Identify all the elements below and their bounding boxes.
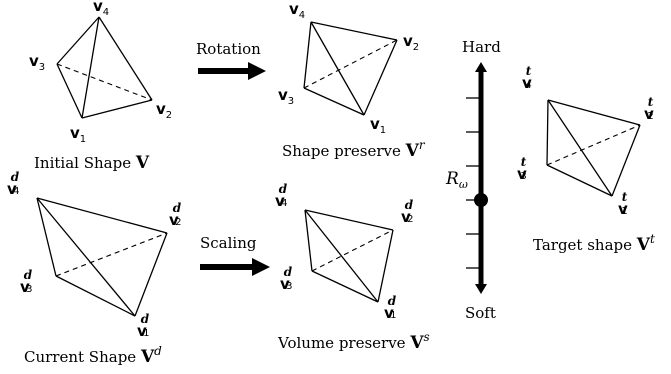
scale-soft-label: Soft <box>465 304 496 322</box>
tetra-edge <box>36 197 136 317</box>
rotation-arrow <box>198 62 266 80</box>
scale-marker <box>474 193 488 207</box>
tetra-edge <box>98 16 153 101</box>
tetra-edge <box>81 99 153 119</box>
caption-current-shape: Current Shape Vd <box>24 344 162 367</box>
scale-param-label: Rω <box>445 169 468 191</box>
tetra-hidden-edge <box>311 229 394 272</box>
tetra-edge <box>303 87 365 116</box>
tetra-edge <box>311 270 379 303</box>
tetra-edge <box>56 63 83 119</box>
tetra-edge <box>310 21 365 116</box>
vertex-label: v2 <box>156 100 172 121</box>
tetra-hidden-edge <box>303 39 398 89</box>
vertex-label: v4 <box>93 0 109 18</box>
tetra-hidden-edge <box>546 124 641 166</box>
tetra-edge <box>134 232 168 317</box>
scale-hard-label: Hard <box>462 38 501 56</box>
tetra-edge <box>547 99 641 126</box>
scaling-arrow <box>200 258 270 276</box>
tetra-edge <box>304 209 394 231</box>
tetra-edge <box>55 275 136 317</box>
tetra-edge <box>546 164 613 197</box>
tetrahedron-shape-preserve: v1 v2 v3 v4 <box>278 0 419 136</box>
vertex-label: v4 <box>289 0 305 21</box>
scale-arrow-down <box>475 284 487 294</box>
tetra-edge <box>304 209 379 303</box>
tetra-hidden-edge <box>56 63 153 101</box>
caption-shape-preserve: Shape preserve Vr <box>282 138 426 161</box>
vertex-label: v1 <box>370 115 386 136</box>
tetra-hidden-edge <box>55 232 168 277</box>
stiffness-scale <box>466 62 488 294</box>
tetra-edge <box>611 124 641 197</box>
scaling-label: Scaling <box>200 234 257 252</box>
tetra-edge <box>36 197 168 234</box>
rotation-label: Rotation <box>196 40 261 58</box>
caption-initial-shape: Initial Shape V <box>34 153 150 173</box>
tetrahedron-initial: v1 v2 v3 v4 <box>29 0 172 145</box>
tetra-edge <box>310 21 398 41</box>
vertex-label: v3 <box>278 86 294 107</box>
tetra-edge <box>363 39 398 116</box>
tetra-edge <box>36 197 57 277</box>
tetra-edge <box>546 99 549 166</box>
tetra-edge <box>547 99 613 197</box>
caption-volume-preserve: Volume preserve Vs <box>277 330 430 353</box>
tetra-edge <box>81 16 100 119</box>
vertex-label: v2 <box>403 32 419 53</box>
tetra-edge <box>303 21 312 89</box>
tetra-edge <box>377 229 394 303</box>
caption-target-shape: Target shape Vt <box>533 232 655 255</box>
tetra-edge <box>304 209 313 272</box>
tetra-edge <box>56 16 100 65</box>
scale-arrow-up <box>475 62 487 72</box>
vertex-label: v1 <box>70 124 86 145</box>
vertex-label: v3 <box>29 52 45 73</box>
